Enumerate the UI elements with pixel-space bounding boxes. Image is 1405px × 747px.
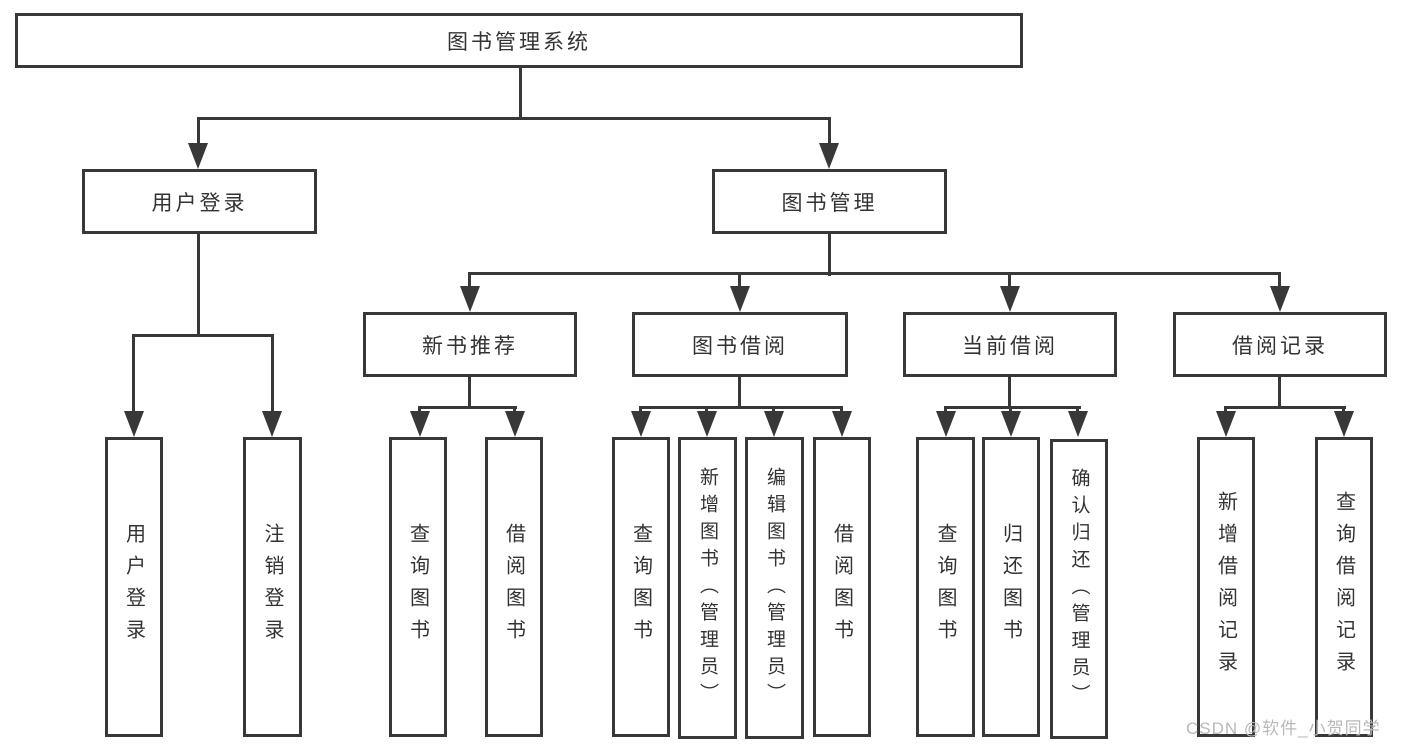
- connector-rail: [418, 406, 517, 409]
- arrowhead-icon: [1334, 411, 1354, 437]
- node-book-borrowing: 图书借阅: [632, 312, 848, 377]
- connector-stub: [828, 117, 831, 146]
- connector-stem: [468, 377, 471, 409]
- connector-stub: [418, 406, 421, 414]
- arrowhead-icon: [505, 411, 525, 437]
- connector-stub: [840, 406, 843, 414]
- connector-level1-rail: [197, 117, 831, 120]
- arrowhead-icon: [1000, 286, 1020, 312]
- node-user-login: 用户登录: [82, 169, 317, 234]
- connector-stub: [639, 406, 642, 414]
- node-current-borrowing: 当前借阅: [903, 312, 1117, 377]
- leaf-add-books-admin: 新增图书（管理员）: [678, 437, 737, 739]
- connector-rail: [639, 406, 843, 409]
- leaf-confirm-return-admin: 确认归还（管理员）: [1050, 439, 1108, 739]
- arrowhead-icon: [697, 411, 717, 437]
- leaf-borrow-books-recommend: 借阅图书: [485, 437, 543, 737]
- arrowhead-icon: [1001, 411, 1021, 437]
- leaf-edit-books-admin: 编辑图书（管理员）: [745, 437, 804, 739]
- connector-stub: [1224, 406, 1227, 414]
- connector-stem: [738, 377, 741, 409]
- leaf-borrow-books-borrow: 借阅图书: [813, 437, 871, 737]
- leaf-add-borrow-record: 新增借阅记录: [1197, 437, 1255, 737]
- arrowhead-icon: [730, 286, 750, 312]
- connector-stub: [738, 272, 741, 288]
- node-new-book-recommend: 新书推荐: [363, 312, 577, 377]
- connector-stub: [944, 406, 947, 414]
- arrowhead-icon: [410, 411, 430, 437]
- connector-stub: [468, 272, 471, 288]
- connector-stub: [772, 406, 775, 414]
- connector-stub: [1278, 272, 1281, 288]
- leaf-query-books-borrow: 查询图书: [612, 437, 670, 737]
- leaf-user-login: 用户登录: [105, 437, 163, 737]
- connector-stem: [828, 234, 831, 276]
- connector-root-stem: [519, 68, 522, 120]
- connector-rail: [132, 334, 274, 337]
- connector-stub: [197, 117, 200, 146]
- arrowhead-icon: [124, 411, 144, 437]
- arrowhead-icon: [631, 411, 651, 437]
- connector-stem: [1278, 375, 1281, 409]
- csdn-watermark: CSDN @软件_小贺同学: [1186, 719, 1381, 738]
- leaf-return-books: 归还图书: [982, 437, 1040, 737]
- connector-stub: [705, 406, 708, 414]
- leaf-query-books-current: 查询图书: [916, 437, 975, 737]
- connector-stem: [1008, 377, 1011, 409]
- leaf-logout: 注销登录: [243, 437, 302, 737]
- connector-stub: [1076, 406, 1079, 414]
- connector-rail: [1224, 406, 1346, 409]
- node-book-management: 图书管理: [712, 169, 947, 234]
- connector-stub: [1009, 406, 1012, 414]
- connector-rail: [944, 406, 1081, 409]
- leaf-query-books-recommend: 查询图书: [389, 437, 447, 737]
- arrowhead-icon: [936, 411, 956, 437]
- arrowhead-icon: [764, 411, 784, 437]
- node-book-management-system: 图书管理系统: [15, 13, 1023, 68]
- node-borrowing-records: 借阅记录: [1173, 312, 1387, 377]
- connector-stem: [197, 234, 200, 337]
- arrowhead-icon: [1068, 411, 1088, 437]
- arrowhead-icon: [1270, 286, 1290, 312]
- arrowhead-icon: [832, 411, 852, 437]
- connector-stub: [513, 406, 516, 414]
- connector-stub: [1008, 272, 1011, 288]
- arrowhead-icon: [1216, 411, 1236, 437]
- arrowhead-icon: [819, 143, 839, 169]
- arrowhead-icon: [460, 286, 480, 312]
- connector-stub: [132, 334, 135, 411]
- connector-stub: [1342, 406, 1345, 414]
- connector-level2-rail: [468, 272, 1281, 275]
- leaf-query-borrow-record: 查询借阅记录: [1315, 437, 1373, 737]
- connector-stub: [271, 334, 274, 411]
- arrowhead-icon: [262, 411, 282, 437]
- arrowhead-icon: [188, 143, 208, 169]
